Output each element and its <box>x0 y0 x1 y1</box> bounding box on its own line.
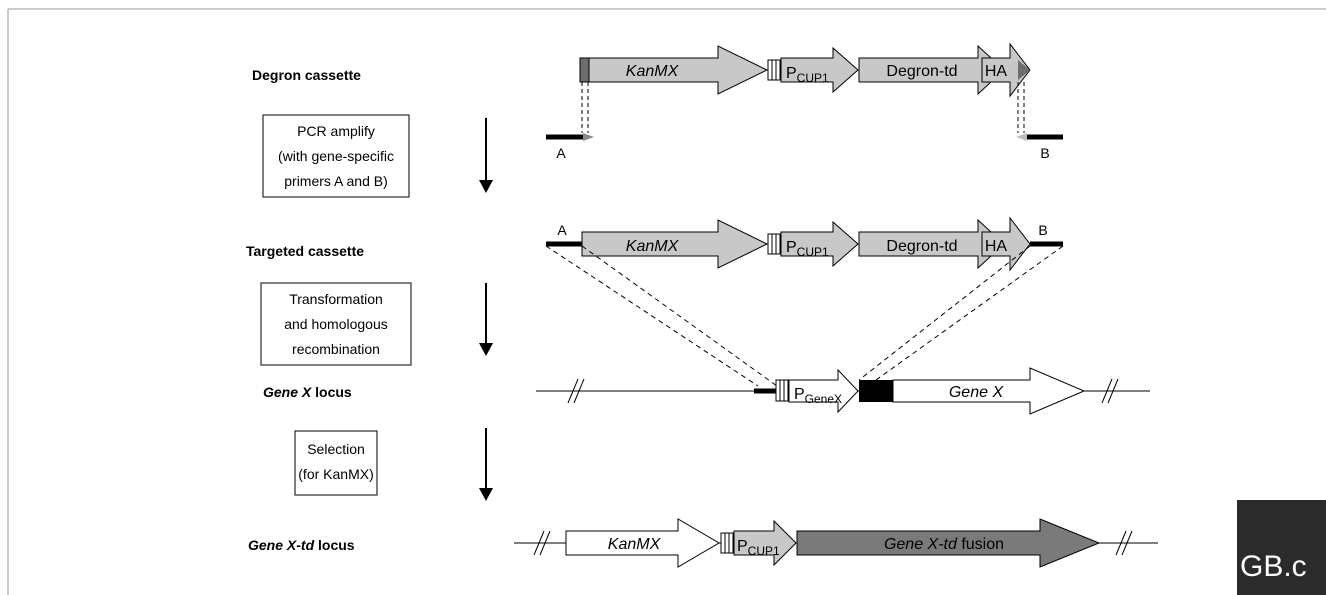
primer-b <box>1016 133 1063 141</box>
pcup1-promoter <box>780 46 859 94</box>
chromosome-break-right <box>1115 530 1133 556</box>
pcup1-promoter <box>780 220 859 268</box>
pcup1-promoter <box>733 519 797 567</box>
label-genex-locus: Gene X locus <box>263 384 352 400</box>
kanmx-segment <box>588 45 769 95</box>
label-genextd-locus: Gene X-td locus <box>248 537 355 553</box>
chromosome-break-right <box>1101 378 1119 404</box>
primer-a <box>546 133 594 141</box>
kanmx-label: KanMX <box>626 238 680 255</box>
genex-locus: PGeneX Gene X <box>536 367 1150 415</box>
primer-b-label: B <box>1038 222 1047 238</box>
step-box-selection: Selection (for KanMX) <box>294 430 378 496</box>
primer-a-label: A <box>556 145 566 161</box>
gb-logo: GB.c <box>1237 500 1326 595</box>
gene-start-block <box>859 380 893 402</box>
genex-label: Gene X <box>949 384 1005 401</box>
down-arrow-2 <box>479 283 493 356</box>
label-targeted-cassette: Targeted cassette <box>246 243 364 259</box>
genex-segment <box>892 367 1086 415</box>
down-arrow-3 <box>479 428 493 501</box>
targeted-cassette: A KanMX PCUP1 Degron-td HA B <box>545 216 1064 387</box>
primer-a-label: A <box>557 222 567 238</box>
terminator-bars <box>720 532 734 554</box>
step-box-transformation: Transformation and homologous recombinat… <box>260 282 412 366</box>
step-line: primers A and B) <box>284 173 388 189</box>
degron-td-label: Degron-td <box>886 238 957 255</box>
pcup1-label: PCUP1 <box>737 538 780 558</box>
genextd-fusion-label: Gene X-td fusion <box>884 536 1004 553</box>
kanmx-label: KanMX <box>626 63 680 80</box>
ha-tip <box>1018 60 1030 80</box>
pcup1-label: PCUP1 <box>786 65 829 85</box>
cassette-end-block <box>579 57 590 83</box>
genextd-locus: KanMX PCUP1 Gene X-td fusion <box>514 518 1158 568</box>
ha-label: HA <box>985 63 1008 80</box>
down-arrow-1 <box>479 118 493 193</box>
kanmx-label: KanMX <box>608 536 662 553</box>
pgenex-promoter <box>788 368 859 414</box>
chromosome-break-left <box>567 378 585 404</box>
logo-text: GB.c <box>1240 550 1307 583</box>
pgenex-label: PGeneX <box>794 386 842 406</box>
chromosome-break-left <box>533 530 551 556</box>
step-line: (with gene-specific <box>278 148 394 164</box>
kanmx-segment <box>565 518 720 568</box>
label-degron-cassette: Degron cassette <box>252 67 361 83</box>
pcup1-label: PCUP1 <box>786 239 829 259</box>
terminator-bars <box>775 379 789 402</box>
step-box-pcr: PCR amplify (with gene-specific primers … <box>262 114 410 198</box>
kanmx-segment <box>581 219 769 269</box>
step-line: Transformation <box>289 291 383 307</box>
step-line: and homologous <box>284 316 388 332</box>
terminator-bars <box>767 59 781 81</box>
degron-cassette: KanMX PCUP1 Degron-td HA A B <box>546 42 1063 161</box>
step-line: (for KanMX) <box>298 466 373 482</box>
genextd-fusion-segment <box>796 518 1101 568</box>
degron-td-label: Degron-td <box>886 63 957 80</box>
step-line: PCR amplify <box>297 123 375 139</box>
terminator-bars <box>767 233 781 255</box>
primer-b-label: B <box>1040 145 1049 161</box>
ha-label: HA <box>985 238 1008 255</box>
step-line: recombination <box>292 341 380 357</box>
ha-tag <box>981 216 1031 272</box>
step-line: Selection <box>307 441 365 457</box>
